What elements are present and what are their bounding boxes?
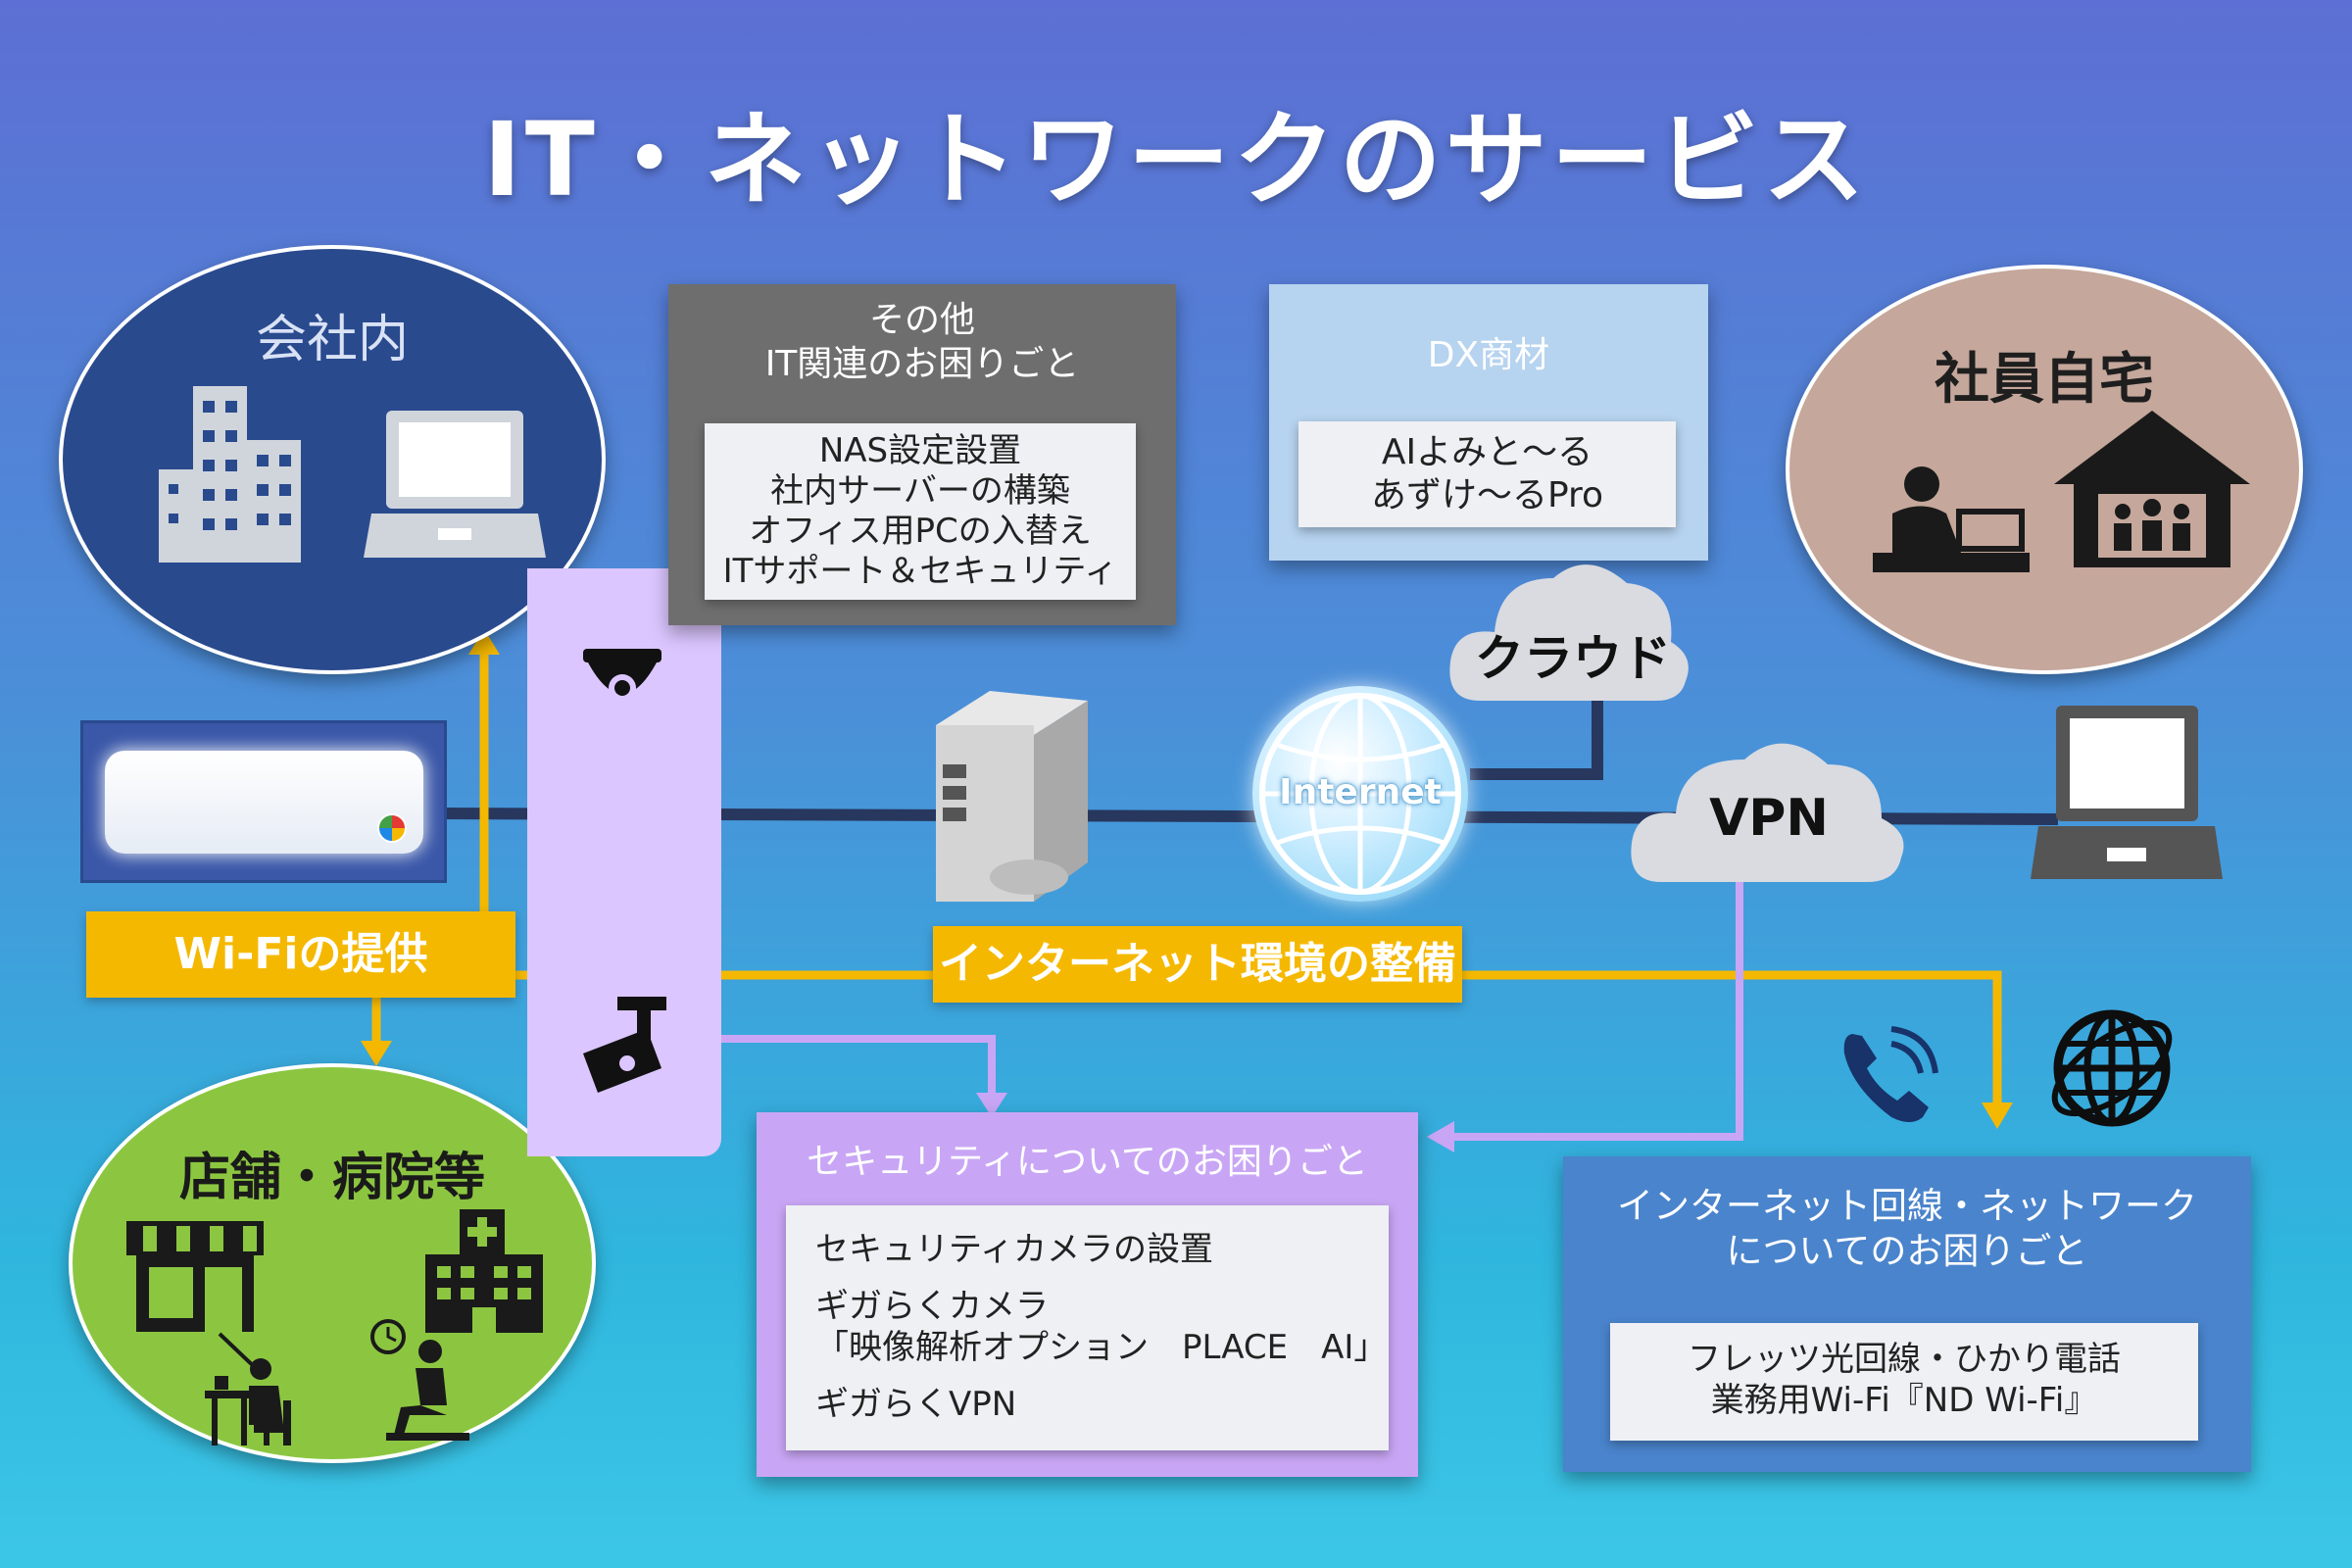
other-it-item: オフィス用PCの入替え [749,512,1092,551]
dx-item: あずけ〜るPro [1370,475,1604,515]
network-trouble-items-box: フレッツ光回線・ひかり電話 業務用Wi-Fi『ND Wi-Fi』 [1610,1323,2198,1441]
dx-panel: DX商材 AIよみと〜る あずけ〜るPro [1269,284,1708,561]
person-at-desk-icon [205,1332,291,1446]
internet-label: Internet [1279,772,1442,812]
security-item: ギガらくカメラ [815,1287,1049,1326]
other-it-item: 社内サーバーの構築 [770,471,1070,511]
cloud-connector-line [1470,696,1603,780]
env-right-line [1460,970,2002,1105]
security-camera-icon [583,997,666,1093]
cloud-shape [1449,564,1689,701]
security-item: ギガらくVPN [815,1385,1017,1424]
home-label: 社員自宅 [1935,348,2154,412]
cloud-label: クラウド [1475,630,1671,687]
page-title: IT・ネットワークのサービス [483,100,1869,220]
laptop-icon [364,411,546,558]
phone-icon [1843,1026,1938,1122]
wifi-down-arrowhead [361,1041,392,1066]
stores-circle: 店舗・病院等 [69,1063,596,1463]
other-it-item: NAS設定設置 [818,431,1022,470]
vpn-label: VPN [1709,789,1829,848]
other-it-item: ITサポート＆セキュリティ [722,552,1118,591]
waiting-person-icon [370,1319,469,1441]
globe-grid-icon [1259,693,1461,895]
house-family-icon [2054,411,2250,567]
network-trouble-title-line-2: についてのお困りごと [1726,1230,2088,1273]
vpn-security-arrowhead [1427,1121,1454,1152]
building-icon [159,386,301,563]
office-label: 会社内 [255,311,409,369]
wifi-up-arrowhead [468,629,500,655]
dome-camera-icon [583,649,662,702]
world-globe-icon [2051,1009,2173,1127]
other-it-title-line-1: その他 [868,300,975,340]
wifi-provision-label: Wi-Fiの提供 [86,911,515,998]
access-point-body [105,751,423,854]
network-trouble-title: インターネット回線・ネットワーク についてのお困りごと [1563,1184,2251,1275]
home-circle: 社員自宅 [1786,265,2303,674]
network-trouble-panel: インターネット回線・ネットワーク についてのお困りごと フレッツ光回線・ひかり電… [1563,1156,2251,1472]
stores-label: 店舗・病院等 [178,1149,485,1207]
env-arrowhead [1982,1102,2013,1129]
dx-items-box: AIよみと〜る あずけ〜るPro [1298,421,1676,527]
network-trouble-item: フレッツ光回線・ひかり電話 [1688,1340,2121,1379]
vpn-security-line [1450,882,1743,1141]
other-it-title: その他 IT関連のお困りごと [668,298,1176,386]
vpn-cloud-shape [1631,743,1904,882]
remote-laptop-icon [2031,706,2223,879]
security-panel: セキュリティについてのお困りごと セキュリティカメラの設置 ギガらくカメラ 「映… [757,1112,1418,1477]
security-title: セキュリティについてのお困りごと [807,1142,1368,1182]
other-it-title-line-2: IT関連のお困りごと [764,344,1080,384]
security-arrowhead [976,1093,1007,1117]
internet-env-label: インターネット環境の整備 [933,926,1462,1003]
security-line [720,1035,996,1096]
office-circle: 会社内 [59,245,606,674]
person-at-laptop-icon [1873,466,2030,572]
security-item: 「映像解析オプション PLACE AI」 [815,1328,1388,1367]
nd-logo-icon [377,813,407,843]
security-item: セキュリティカメラの設置 [815,1230,1213,1269]
dx-title: DX商材 [1427,335,1550,375]
security-items-box: セキュリティカメラの設置 ギガらくカメラ 「映像解析オプション PLACE AI… [786,1205,1389,1450]
server-icon [936,691,1088,902]
storefront-icon [126,1221,264,1332]
other-it-items-box: NAS設定設置 社内サーバーの構築 オフィス用PCの入替え ITサポート＆セキュ… [705,423,1136,600]
hospital-icon [425,1209,543,1333]
network-trouble-title-line-1: インターネット回線・ネットワーク [1617,1185,2197,1227]
wifi-access-point [80,720,447,883]
dx-item: AIよみと〜る [1381,432,1593,472]
internet-globe: Internet [1252,686,1468,902]
other-it-panel: その他 IT関連のお困りごと NAS設定設置 社内サーバーの構築 オフィス用PC… [668,284,1176,625]
network-trouble-item: 業務用Wi-Fi『ND Wi-Fi』 [1710,1381,2098,1420]
